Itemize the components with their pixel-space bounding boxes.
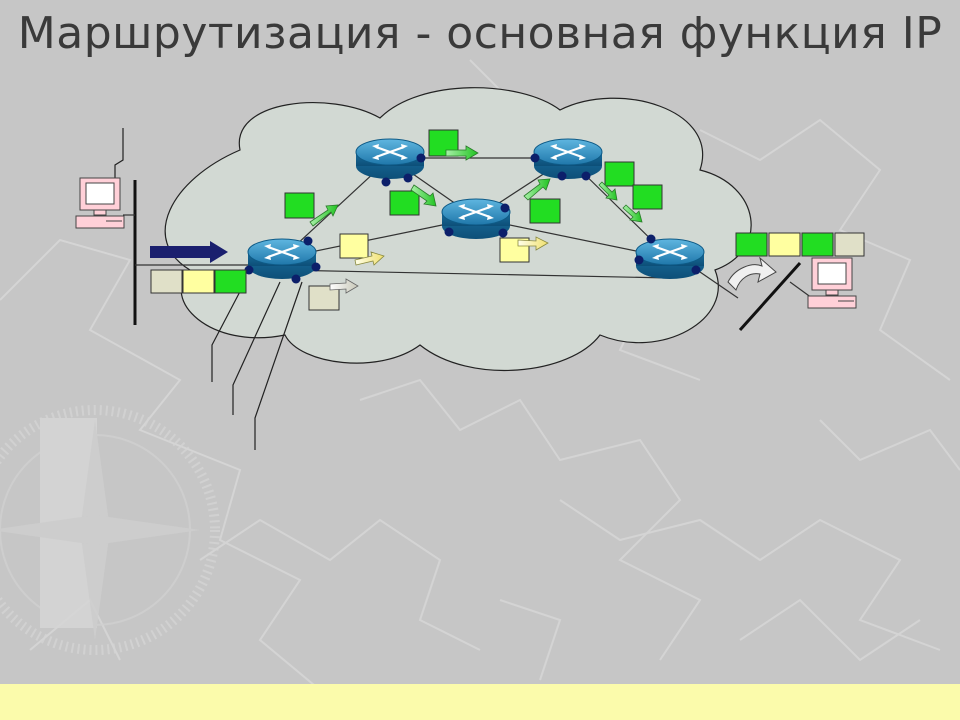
fragment-green-3: [389, 184, 437, 216]
ingress-arrow-icon: [150, 241, 228, 263]
router-2: [354, 137, 426, 181]
compass-icon: [0, 405, 220, 655]
router-4: [532, 137, 604, 181]
fragment-yellow-2: [499, 236, 549, 263]
router-1: [246, 237, 318, 281]
slide-title: Маршрутизация - основная функция IP: [17, 8, 943, 59]
fragment-green-6: [622, 184, 663, 223]
interface-ports: [244, 153, 701, 284]
fragment-green-1: [284, 192, 339, 227]
lan-segment-right: [738, 261, 802, 332]
fragment-green-4: [523, 178, 561, 224]
fragment-yellow-1: [339, 233, 385, 266]
fragment-green-2: [428, 129, 479, 161]
host-destination-icon: [807, 257, 857, 309]
fragment-green-5: [598, 161, 635, 201]
packet-source: [150, 269, 247, 294]
footer-band: [0, 684, 960, 720]
host-source-icon: [75, 177, 125, 229]
host-link-right: [789, 281, 813, 299]
fragment-gray-1: [308, 278, 359, 311]
delivery-arrow-icon: [727, 256, 777, 291]
packet-destination: [735, 232, 865, 257]
network-diagram: [75, 87, 865, 450]
